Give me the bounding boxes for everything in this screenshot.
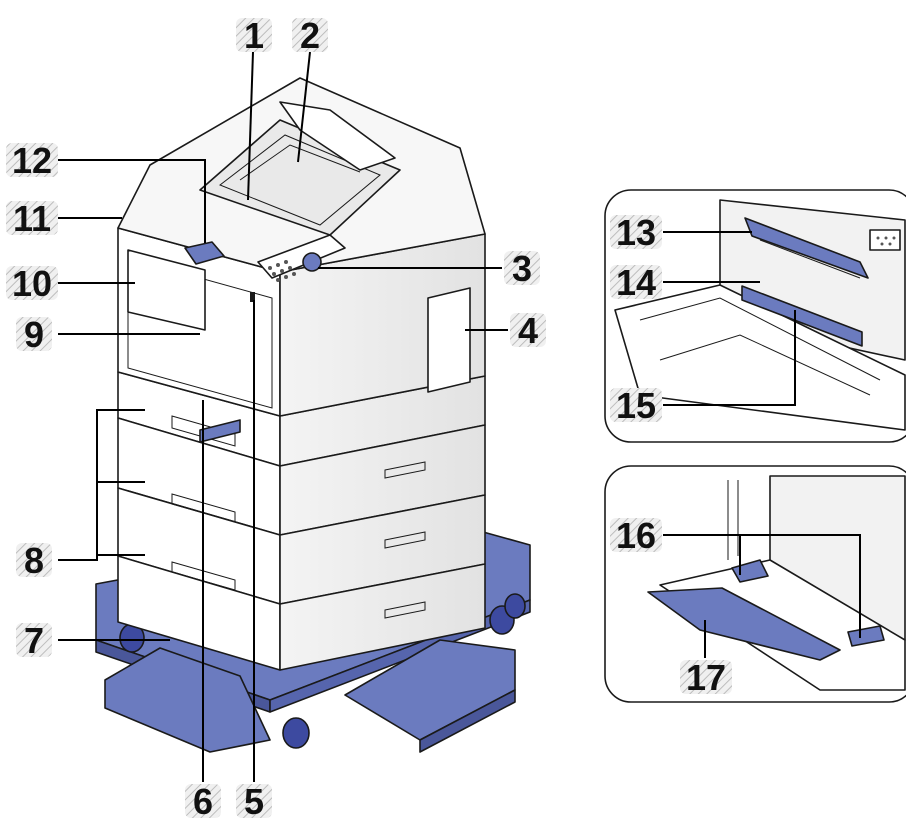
callout-15: 15 bbox=[610, 385, 662, 426]
optional-trays bbox=[117, 371, 486, 671]
inset-multipurpose-tray bbox=[604, 465, 906, 703]
callout-2: 2 bbox=[292, 15, 328, 56]
callout-7: 7 bbox=[16, 620, 52, 661]
callout-8: 8 bbox=[16, 540, 52, 581]
callout-label-1: 1 bbox=[244, 15, 264, 56]
callout-label-3: 3 bbox=[512, 248, 532, 289]
callout-5: 5 bbox=[236, 781, 272, 822]
callout-10: 10 bbox=[6, 263, 58, 304]
callout-label-11: 11 bbox=[13, 198, 51, 239]
callout-label-5: 5 bbox=[244, 781, 264, 822]
callout-label-13: 13 bbox=[616, 212, 656, 253]
callout-labels: 1 2 3 4 5 6 7 8 bbox=[6, 15, 732, 822]
leader-12 bbox=[58, 159, 206, 243]
caster-wheels bbox=[119, 593, 526, 749]
leader-16b bbox=[740, 534, 861, 638]
callout-3: 3 bbox=[504, 248, 540, 289]
callout-4: 4 bbox=[510, 310, 546, 351]
callout-17: 17 bbox=[680, 657, 732, 698]
callout-label-2: 2 bbox=[300, 15, 320, 56]
leader-2 bbox=[297, 51, 311, 163]
callout-label-12: 12 bbox=[12, 140, 52, 181]
leader-1 bbox=[247, 51, 254, 201]
callout-label-15: 15 bbox=[616, 385, 656, 426]
callout-label-14: 14 bbox=[616, 262, 656, 303]
leader-15 bbox=[663, 310, 796, 406]
callout-label-6: 6 bbox=[193, 781, 213, 822]
callout-label-16: 16 bbox=[616, 515, 656, 556]
callout-9: 9 bbox=[16, 314, 52, 355]
inset-toner-cartridge bbox=[604, 189, 906, 443]
callout-label-8: 8 bbox=[24, 540, 44, 581]
callout-12: 12 bbox=[6, 140, 58, 181]
leader-lines bbox=[58, 51, 861, 782]
callout-13: 13 bbox=[610, 212, 662, 253]
callout-6: 6 bbox=[185, 781, 221, 822]
callout-label-9: 9 bbox=[24, 314, 44, 355]
callout-label-7: 7 bbox=[24, 620, 44, 661]
callout-label-10: 10 bbox=[12, 263, 52, 304]
callout-label-17: 17 bbox=[686, 657, 726, 698]
callout-11: 11 bbox=[6, 198, 58, 239]
keypad bbox=[268, 260, 296, 282]
leader-8a bbox=[58, 409, 145, 561]
callout-label-4: 4 bbox=[518, 310, 538, 351]
callout-1: 1 bbox=[236, 15, 272, 56]
printer-body bbox=[117, 77, 486, 443]
callout-14: 14 bbox=[610, 262, 662, 303]
main-printer-illustration bbox=[95, 77, 531, 753]
callout-16: 16 bbox=[610, 515, 662, 556]
